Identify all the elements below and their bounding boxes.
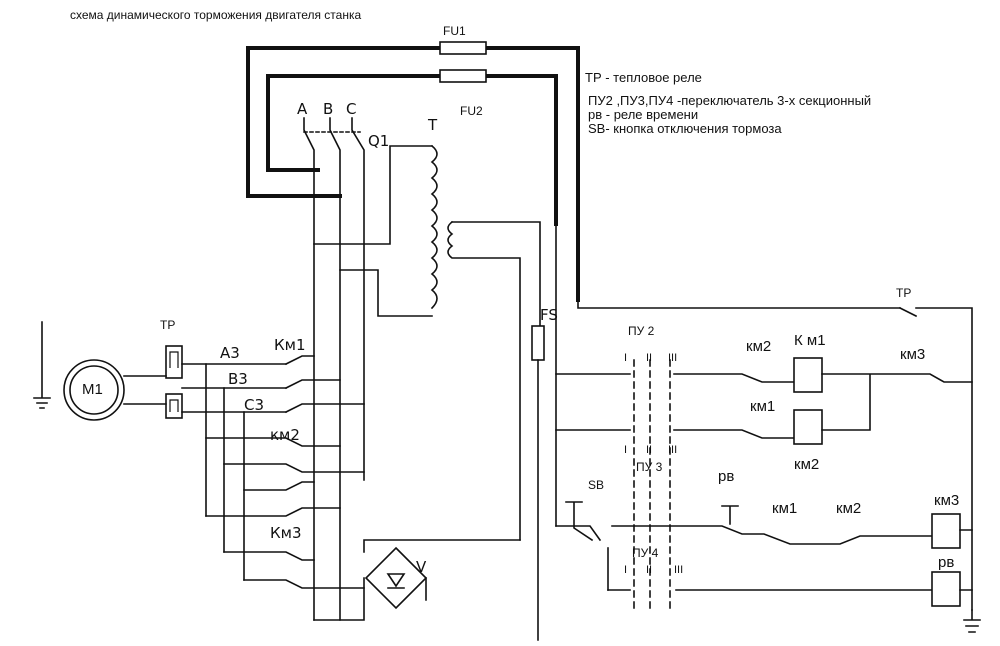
b3-label: B3	[228, 370, 248, 388]
km1-contact2-label: км1	[772, 500, 798, 517]
km2-contact2-label: км2	[836, 500, 862, 517]
fs-label: FS	[540, 306, 558, 324]
fu2-label: FU2	[460, 104, 483, 118]
fu1-label: FU1	[443, 24, 466, 38]
rectifier-diode	[386, 573, 406, 589]
fuse-fu1	[439, 41, 487, 55]
km1-contacts	[284, 355, 365, 414]
motor-m1	[63, 359, 125, 421]
transformer-label: T	[428, 116, 438, 134]
page-title: схема динамического торможения двигателя…	[70, 8, 362, 22]
legend-sb: SB- кнопка отключения тормоза	[588, 121, 782, 136]
q1-label: Q1	[368, 132, 390, 150]
legend-tp: ТР - тепловое реле	[585, 70, 702, 85]
coil-returns	[821, 373, 973, 591]
fuse-fu2	[439, 69, 487, 83]
rv-coil-label: рв	[938, 554, 955, 571]
pu4-pos-3: III	[674, 564, 684, 576]
legend-rv: рв - реле времени	[588, 107, 699, 122]
phase-a-label: A	[297, 100, 308, 118]
phase-b-line	[329, 117, 341, 621]
rectifier-out	[313, 577, 427, 621]
pu3-pos-3: III	[668, 444, 678, 456]
transformer-primary-bottom	[339, 269, 433, 317]
km3-contacts	[205, 507, 365, 589]
phase-taps	[205, 363, 245, 581]
rv-contact-label: рв	[718, 468, 735, 485]
pu2-pos-1: I	[624, 352, 628, 364]
phase-b-label: B	[323, 100, 334, 118]
phase-a-line	[303, 117, 315, 621]
km2-contact-label: км2	[746, 338, 772, 355]
transformer-secondary	[447, 220, 521, 541]
motor-label: M1	[82, 381, 103, 398]
coil-km1	[793, 357, 823, 393]
earth-right	[963, 609, 981, 633]
pu2-label: ПУ 2	[628, 324, 655, 338]
coil-km2	[793, 409, 823, 445]
rung-3	[555, 525, 933, 545]
pu3-pos-2: II	[646, 444, 653, 456]
km3-contact-label: км3	[900, 346, 926, 363]
km2-contacts	[205, 437, 365, 491]
control-loop-inner	[266, 74, 558, 226]
supply-rail	[577, 299, 901, 309]
rv-contact-symbol	[721, 505, 739, 525]
km1-power-label: Км1	[274, 336, 306, 354]
coil-km3	[931, 513, 961, 549]
rung-2	[555, 429, 795, 439]
motor-m1-inner	[69, 365, 119, 415]
sb-label: SB	[588, 478, 605, 492]
pu4-label: ПУ 4	[632, 546, 659, 560]
c3-label: C3	[244, 396, 265, 414]
phase-c-line	[351, 117, 365, 481]
rung-1	[555, 373, 795, 383]
tp-left-symbol	[169, 351, 179, 412]
pu-switch-sections	[633, 359, 671, 611]
pu2-pos-3: III	[668, 352, 678, 364]
tp-contact	[898, 306, 973, 611]
transformer-primary	[313, 145, 433, 245]
pu4-pos-2: II	[646, 564, 653, 576]
tp-right-label: TP	[896, 286, 912, 300]
control-loop-outer	[246, 46, 580, 302]
phase-c-label: C	[346, 100, 357, 118]
km2-power-label: км2	[270, 426, 300, 444]
sb-button	[565, 501, 594, 542]
fuse-fs	[531, 325, 545, 361]
legend-pu: ПУ2 ,ПУ3,ПУ4 -переключатель 3-х секционн…	[588, 93, 872, 108]
rectifier-label: V	[416, 558, 427, 576]
km3-coil-label: км3	[934, 492, 960, 509]
km1-contact-label: км1	[750, 398, 776, 415]
pu4-pos-1: I	[624, 564, 628, 576]
km3-power-label: Км3	[270, 524, 302, 542]
km2-coil-label: км2	[794, 456, 820, 473]
pu2-pos-2: II	[646, 352, 653, 364]
a3-label: A3	[220, 344, 240, 362]
pu3-label: ПУ 3	[636, 460, 663, 474]
coil-rv	[931, 571, 961, 607]
tp-left-label: TP	[160, 318, 176, 332]
rectifier-v	[364, 546, 428, 610]
pu3-pos-1: I	[624, 444, 628, 456]
km1-coil-label: К м1	[794, 332, 826, 349]
motor-earth	[33, 321, 51, 409]
secondary-to-bridge	[363, 539, 521, 553]
thermal-relay-2	[165, 393, 183, 419]
thermal-relay-1	[165, 345, 183, 379]
transformer-secondary-top	[451, 221, 541, 327]
transformer-coil	[430, 144, 438, 310]
